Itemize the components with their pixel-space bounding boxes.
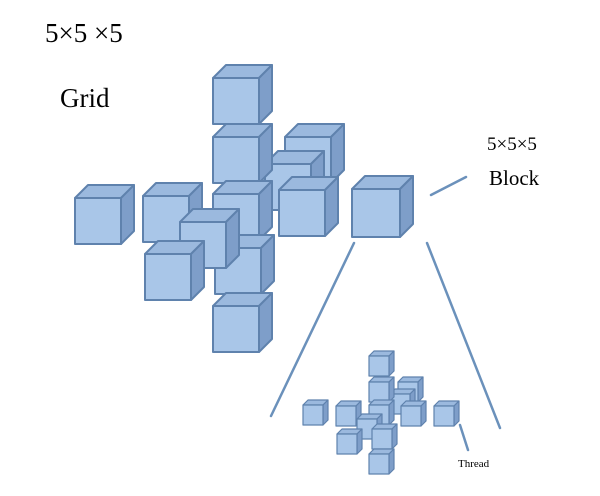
grid-cube <box>212 123 273 184</box>
block-label-pointer-line <box>429 175 468 197</box>
thread-label-pointer-line <box>458 423 470 452</box>
grid-cube <box>212 64 273 125</box>
thread-cube <box>368 376 395 403</box>
grid-label: Grid <box>60 83 110 113</box>
thread-cube <box>368 448 395 475</box>
thread-label: Thread <box>458 458 490 470</box>
thread-cube <box>336 428 363 455</box>
thread-cube <box>302 399 329 426</box>
thread-cube <box>400 400 427 427</box>
block-dimensions-label: 5×5×5 <box>487 134 537 155</box>
thread-cube <box>368 350 395 377</box>
thread-cube-cluster <box>302 350 460 475</box>
zoom-line-right <box>425 241 502 430</box>
thread-cube <box>371 423 398 450</box>
grid-cube <box>144 240 205 301</box>
grid-cube <box>212 292 273 353</box>
grid-cube <box>278 176 339 237</box>
grid-cube <box>74 184 135 245</box>
zoom-line-left <box>269 241 356 418</box>
block-label: Block <box>489 166 540 190</box>
block-cube-shape <box>351 175 414 238</box>
connector-lines <box>269 175 502 452</box>
grid-dimensions-label: 5×5 ×5 <box>45 18 123 48</box>
grid-cube-cluster <box>74 64 345 353</box>
block-cube <box>351 175 414 238</box>
thread-cube <box>433 400 460 427</box>
